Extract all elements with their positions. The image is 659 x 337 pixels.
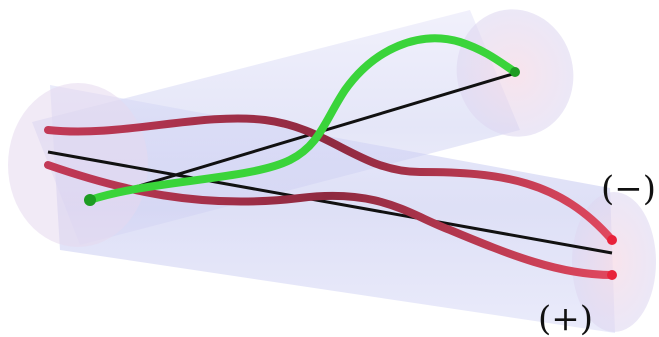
left-tube-end-cap (8, 83, 148, 247)
lower-tube (8, 83, 656, 333)
green-strand-group (84, 34, 520, 206)
red-strands (44, 114, 617, 280)
red-strand-plus-end (607, 270, 617, 280)
lower-tube-end-cap (572, 192, 656, 332)
axis-lines (47, 71, 613, 255)
lower-tube-axis (47, 150, 613, 255)
red-strand-plus (44, 161, 616, 279)
green-strand-start (84, 194, 96, 206)
green-strand (86, 34, 519, 204)
plus-label: (+) (538, 299, 593, 337)
upper-tube-axis (91, 71, 517, 202)
green-strand-end (510, 67, 520, 77)
red-strand-minus (44, 114, 616, 244)
lower-tube-body (50, 85, 615, 333)
red-strand-minus-end (607, 235, 617, 245)
minus-label: (−) (601, 169, 656, 209)
